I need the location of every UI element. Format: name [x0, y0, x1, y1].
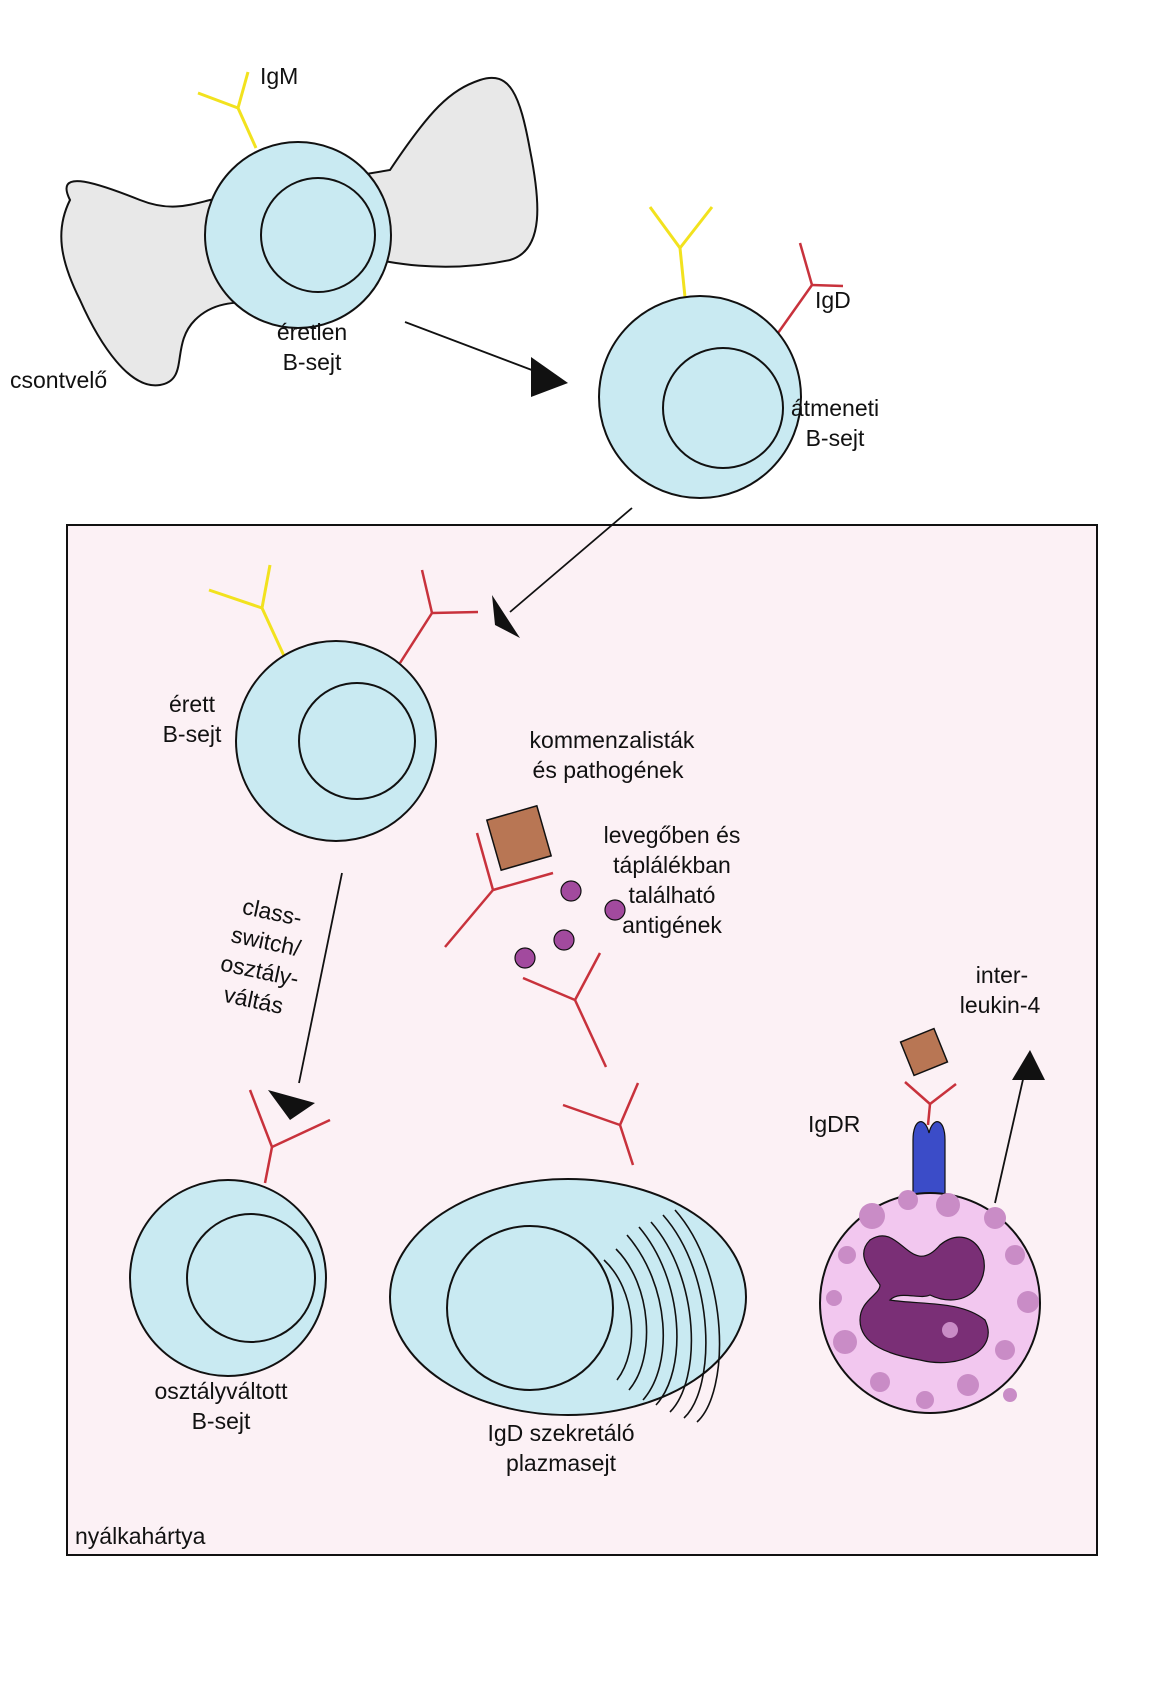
- igm-antibody-transitional: [678, 247, 687, 298]
- airborne-label: antigének: [622, 912, 722, 938]
- class-switch-label: class- switch/ osztály- váltás: [218, 893, 304, 1019]
- airborne-antigen-dot: [553, 929, 575, 951]
- endoplasmic-reticulum: [603, 1259, 633, 1381]
- immature-b-cell: [197, 71, 392, 329]
- igdr-label: IgDR: [808, 1111, 860, 1137]
- transitional-label: átmeneti: [791, 395, 879, 421]
- airborne-antigen-dot: [514, 947, 536, 969]
- airborne-antigen-dot: [560, 880, 582, 902]
- plasma-label: IgD szekretáló: [487, 1420, 634, 1446]
- switched-label: osztályváltott: [155, 1378, 289, 1404]
- commensal-antigen-particle: [485, 804, 553, 872]
- transitional-b-cell: [598, 206, 844, 499]
- basophil-granule: [859, 1203, 885, 1229]
- interleukin-label: inter-: [976, 962, 1028, 988]
- immature-label: éretlen: [277, 319, 347, 345]
- igm-label: IgM: [260, 63, 298, 89]
- arrow-transitional-to-mature: [492, 507, 633, 638]
- airborne-label: található: [629, 882, 716, 908]
- airborne-antigens: [514, 880, 626, 969]
- free-igd-antibody-1: [522, 952, 608, 1068]
- free-igd-antibody-2: [562, 1082, 640, 1166]
- igd-secreting-plasma-cell: [389, 1178, 747, 1423]
- plasma-label: plazmasejt: [506, 1450, 617, 1476]
- transitional-label: B-sejt: [806, 425, 865, 451]
- class-switched-b-cell: [129, 1089, 331, 1377]
- igd-antibody-transitional: [776, 284, 814, 334]
- basophil: [819, 1027, 1041, 1414]
- mucosa-label: nyálkahártya: [75, 1523, 206, 1549]
- arrow-interleukin: [994, 1050, 1045, 1204]
- commensal-label: és pathogének: [533, 757, 684, 783]
- interleukin-label: leukin-4: [960, 992, 1041, 1018]
- airborne-label: táplálékban: [613, 852, 731, 878]
- immature-label: B-sejt: [283, 349, 342, 375]
- commensal-label: kommenzalisták: [530, 727, 695, 753]
- arrow-class-switch: [268, 872, 343, 1120]
- basophil-antigen-particle: [899, 1027, 949, 1077]
- marrow-label: csontvelő: [10, 367, 107, 393]
- switched-label: B-sejt: [192, 1408, 251, 1434]
- mature-label: érett: [169, 691, 216, 717]
- igm-antibody-immature: [236, 107, 258, 149]
- commensal-antigen-complex: [444, 804, 554, 948]
- mature-b-cell: [208, 564, 479, 842]
- mature-label: B-sejt: [163, 721, 222, 747]
- igd-label: IgD: [815, 287, 851, 313]
- igdr-receptor: [912, 1121, 946, 1199]
- airborne-antigen-dot: [604, 899, 626, 921]
- igd-antibody-switched: [263, 1146, 274, 1184]
- arrow-immature-to-transitional: [404, 321, 568, 397]
- igd-antibody-mature: [398, 612, 434, 664]
- airborne-label: levegőben és: [604, 822, 741, 848]
- igm-antibody-mature: [260, 607, 287, 659]
